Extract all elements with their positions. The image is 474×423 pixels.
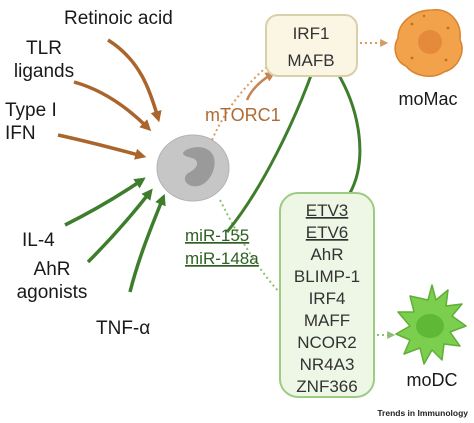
arrow-ahr-agonists [86, 188, 153, 264]
label-ncor2: NCOR2 [297, 333, 357, 352]
label-momac: moMac [398, 89, 457, 109]
label-nr4a3: NR4A3 [300, 355, 355, 374]
macrophage-factor-box [265, 14, 358, 77]
arrow-tlr-ligands [73, 80, 152, 132]
arrow-tnf-alpha [128, 193, 166, 293]
label-tlr-ligands-line2: ligands [14, 61, 74, 82]
label-type-i-ifn-line2: IFN [5, 123, 36, 144]
label-maff: MAFF [304, 311, 350, 330]
dotted-monocyte-to-dc-box [219, 199, 284, 297]
arrow-mtorc1 [245, 71, 276, 101]
label-tnf-alpha: TNF-α [96, 318, 150, 339]
label-mir148a: miR-148a [185, 249, 259, 268]
label-il4: IL-4 [22, 230, 55, 251]
label-ahr-agonists-line2: agonists [17, 282, 88, 303]
dendritic-cell-icon [395, 284, 467, 365]
arrow-retinoic-acid [107, 38, 162, 123]
label-ahr: AhR [310, 245, 343, 264]
label-irf1: IRF1 [293, 24, 330, 43]
label-irf4: IRF4 [309, 289, 346, 308]
dc-factor-box [279, 192, 375, 398]
label-mtorc1: mTORC1 [205, 105, 281, 125]
label-etv3: ETV3 [306, 201, 349, 220]
label-retinoic-acid: Retinoic acid [64, 8, 173, 29]
monocyte-cell-icon [156, 134, 230, 202]
macrophage-cell-icon [394, 9, 463, 78]
label-mir155: miR-155 [185, 226, 249, 245]
label-znf366: ZNF366 [296, 377, 357, 396]
label-type-i-ifn-line1: Type I [5, 100, 57, 121]
label-etv6: ETV6 [306, 223, 349, 242]
label-mafb: MAFB [287, 51, 334, 70]
label-ahr-agonists-line1: AhR [34, 259, 71, 280]
arrow-type-i-ifn [57, 133, 147, 160]
inhibit-dc-factors-to-mafb [335, 71, 362, 194]
label-tlr-ligands-line1: TLR [26, 38, 62, 59]
inhibit-mirna-to-mafb [225, 69, 315, 233]
dotted-monocyte-to-mafb [211, 65, 269, 141]
journal-footer: Trends in Immunology [377, 408, 468, 418]
arrow-il4 [64, 177, 146, 227]
label-blimp1: BLIMP-1 [294, 267, 360, 286]
label-modc: moDC [406, 370, 457, 390]
